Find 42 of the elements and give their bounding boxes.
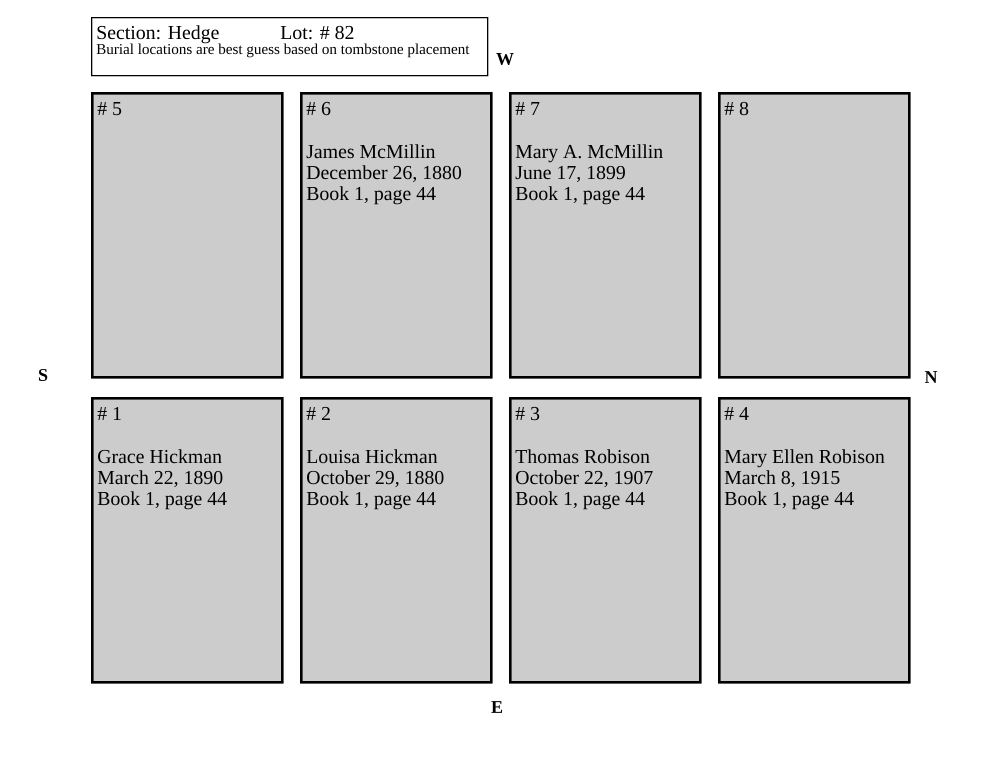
burial-date: March 22, 1890 (98, 470, 222, 488)
burial-date: October 22, 1907 (516, 470, 653, 488)
burial-date: December 26, 1880 (306, 165, 462, 182)
grave-plot (91, 397, 284, 684)
record-reference: Book 1, page 44 (98, 491, 227, 510)
plot-number: # 8 (724, 102, 748, 116)
grave-plot (300, 397, 493, 684)
grave-plot (718, 92, 911, 379)
burial-date: June 17, 1899 (516, 166, 625, 182)
record-reference: Book 1, page 44 (306, 491, 436, 510)
header-box (91, 17, 488, 76)
plot-number: # 1 (98, 406, 121, 420)
note-text: Burial locations are best guess based on tombstone placement (96, 44, 470, 58)
burial-date: October 29, 1880 (307, 470, 444, 488)
burial-date: March 8, 1915 (724, 470, 840, 488)
grave-plot (91, 92, 284, 379)
plot-number: # 6 (306, 102, 330, 116)
record-reference: Book 1, page 44 (724, 491, 854, 510)
record-reference: Book 1, page 44 (516, 491, 645, 510)
plot-number: # 7 (516, 102, 540, 115)
person-name: Mary A. McMillin (516, 144, 663, 162)
plot-number: # 5 (98, 102, 122, 116)
grave-plot (509, 92, 702, 379)
section-label: Section: Hedge (98, 25, 219, 44)
plot-number: # 3 (516, 406, 540, 420)
grave-plot (300, 92, 493, 379)
compass-letter: E (491, 701, 502, 713)
lot-label: Lot: # 82 (280, 26, 354, 40)
grave-plot (718, 397, 911, 684)
grave-plot (509, 397, 702, 684)
person-name: James McMillin (306, 144, 436, 158)
person-name: Thomas Robison (516, 449, 650, 464)
record-reference: Book 1, page 44 (516, 186, 645, 204)
person-name: Mary Ellen Robison (724, 449, 884, 468)
compass-letter: S (38, 368, 48, 382)
plot-number: # 2 (306, 406, 330, 420)
plot-number: # 4 (724, 406, 749, 420)
person-name: Grace Hickman (98, 449, 222, 464)
compass-letter: N (924, 371, 938, 383)
compass-letter: W (496, 52, 514, 66)
person-name: Louisa Hickman (306, 449, 438, 464)
record-reference: Book 1, page 44 (306, 186, 436, 204)
